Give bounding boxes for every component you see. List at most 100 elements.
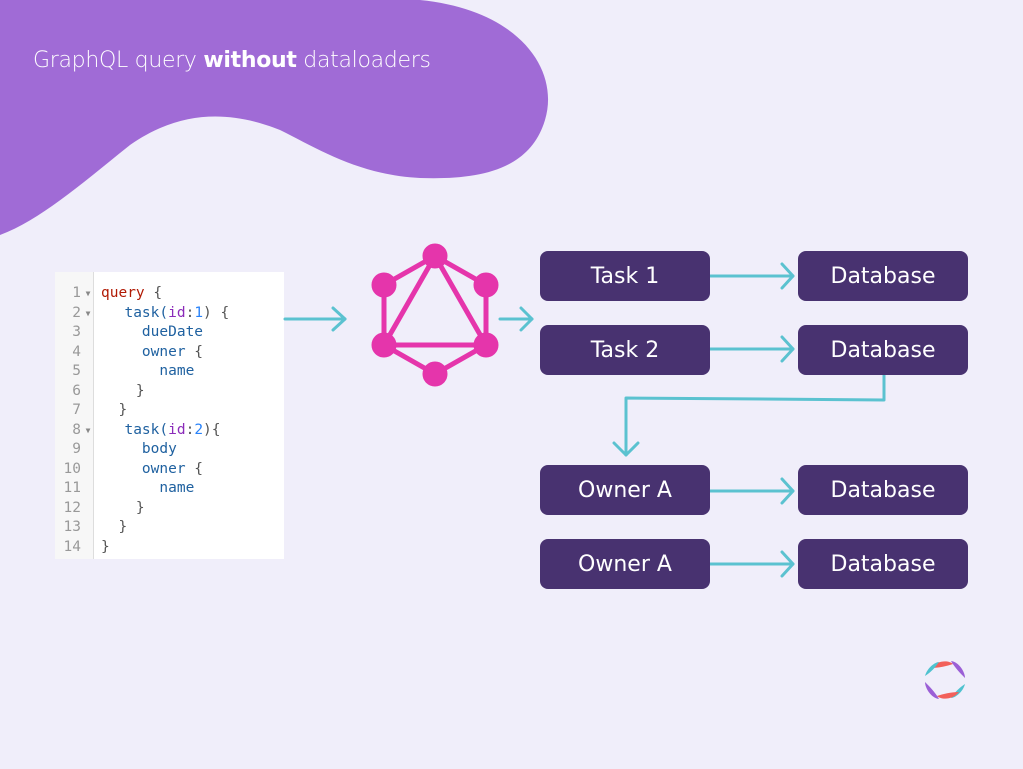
- code-line: 14}: [55, 538, 229, 558]
- code-token: {: [144, 285, 163, 301]
- brand-logo-icon: [925, 661, 965, 699]
- node-label: Database: [830, 477, 936, 503]
- task-2-node: Task 2: [540, 325, 710, 375]
- fold-toggle-icon[interactable]: ▼: [85, 308, 91, 318]
- owner-a-node-2: Owner A: [540, 539, 710, 589]
- code-line: 12 }: [55, 499, 229, 519]
- code-text: dueDate: [95, 323, 203, 343]
- code-line: 9 body: [55, 440, 229, 460]
- database-node-4: Database: [798, 539, 968, 589]
- code-text: }: [95, 538, 110, 558]
- arrow-db-to-owner: [612, 373, 886, 457]
- title-emphasis: without: [203, 48, 297, 73]
- database-node-1: Database: [798, 251, 968, 301]
- code-token: body: [107, 441, 177, 457]
- code-token: }: [101, 538, 110, 555]
- code-token: name: [107, 480, 195, 496]
- code-text: }: [95, 499, 145, 519]
- node-label: Database: [830, 337, 936, 363]
- code-token: query: [101, 285, 145, 301]
- line-number: 13: [63, 519, 81, 535]
- code-token: {: [185, 460, 204, 477]
- code-token: task(: [107, 304, 169, 321]
- line-number: 11: [63, 480, 81, 496]
- line-number: 14: [63, 538, 81, 555]
- line-number: 7: [72, 402, 81, 418]
- fold-toggle-icon[interactable]: ▼: [85, 425, 91, 435]
- code-token: task(: [107, 421, 169, 438]
- title-suffix: dataloaders: [296, 48, 431, 73]
- code-text: owner {: [95, 460, 203, 480]
- code-line: 10 owner {: [55, 460, 229, 480]
- code-token: :: [185, 304, 195, 321]
- title-prefix: GraphQL query: [33, 48, 204, 73]
- code-token: name: [107, 363, 195, 379]
- arrow-code-to-graphql: [283, 306, 347, 332]
- code-text: query {: [95, 284, 162, 304]
- code-line: 8 ▼ task(id:2){: [55, 421, 229, 441]
- node-label: Owner A: [578, 477, 672, 503]
- line-number: 10: [63, 460, 81, 477]
- line-number: 1: [72, 285, 81, 301]
- code-text: task(id:2){: [95, 421, 221, 441]
- node-label: Database: [830, 551, 936, 577]
- code-token: dueDate: [107, 324, 204, 340]
- line-gutter: [55, 272, 94, 559]
- page-title: GraphQL query without dataloaders: [33, 48, 431, 73]
- code-token: owner: [107, 343, 186, 360]
- code-line: 1 ▼ query {: [55, 284, 229, 304]
- line-number: 6: [72, 382, 81, 399]
- code-token: }: [101, 519, 128, 535]
- node-label: Owner A: [578, 551, 672, 577]
- task-1-node: Task 1: [540, 251, 710, 301]
- code-text: }: [95, 401, 127, 421]
- graphql-logo-icon: [371, 243, 499, 387]
- code-line: 11 name: [55, 479, 229, 499]
- code-token: }: [101, 382, 145, 399]
- code-text: }: [95, 518, 127, 538]
- code-token: id: [168, 421, 186, 438]
- code-line: 5 name: [55, 362, 229, 382]
- line-number: 9: [72, 441, 81, 457]
- arrow-graphql-to-tasks: [498, 306, 534, 332]
- fold-toggle-icon[interactable]: ▼: [85, 289, 91, 298]
- code-line: 6 }: [55, 382, 229, 402]
- code-text: name: [95, 362, 194, 382]
- code-text: }: [95, 382, 145, 402]
- database-node-3: Database: [798, 465, 968, 515]
- line-number: 5: [72, 363, 81, 379]
- code-token: owner: [107, 460, 186, 477]
- code-text: task(id:1) {: [95, 304, 229, 324]
- code-text: owner {: [95, 343, 203, 363]
- code-token: 1: [194, 304, 204, 321]
- code-token: ) {: [203, 304, 230, 321]
- code-token: {: [185, 343, 204, 360]
- code-line: 2▼ task(id:1) {: [55, 304, 229, 324]
- line-number: 3: [72, 324, 81, 340]
- arrow-task1-to-db: [708, 262, 795, 290]
- database-node-2: Database: [798, 325, 968, 375]
- owner-a-node-1: Owner A: [540, 465, 710, 515]
- code-token: }: [101, 499, 145, 516]
- code-token: }: [101, 402, 128, 418]
- arrow-owner2-to-db: [708, 550, 795, 578]
- code-line: 13 }: [55, 518, 229, 538]
- code-token: ){: [203, 421, 221, 438]
- code-line: 7 }: [55, 401, 229, 421]
- code-text: body: [95, 440, 177, 460]
- line-number: 12: [63, 499, 81, 516]
- node-label: Task 1: [590, 263, 660, 289]
- code-line: 4 owner {: [55, 343, 229, 363]
- code-token: :: [185, 421, 195, 438]
- code-token: 2: [194, 421, 204, 438]
- code-token: id: [168, 304, 186, 321]
- arrow-task2-to-db: [708, 335, 795, 363]
- node-label: Task 2: [590, 337, 660, 363]
- line-number: 8: [72, 421, 81, 438]
- line-number: 4: [72, 343, 81, 360]
- arrow-owner1-to-db: [708, 477, 795, 505]
